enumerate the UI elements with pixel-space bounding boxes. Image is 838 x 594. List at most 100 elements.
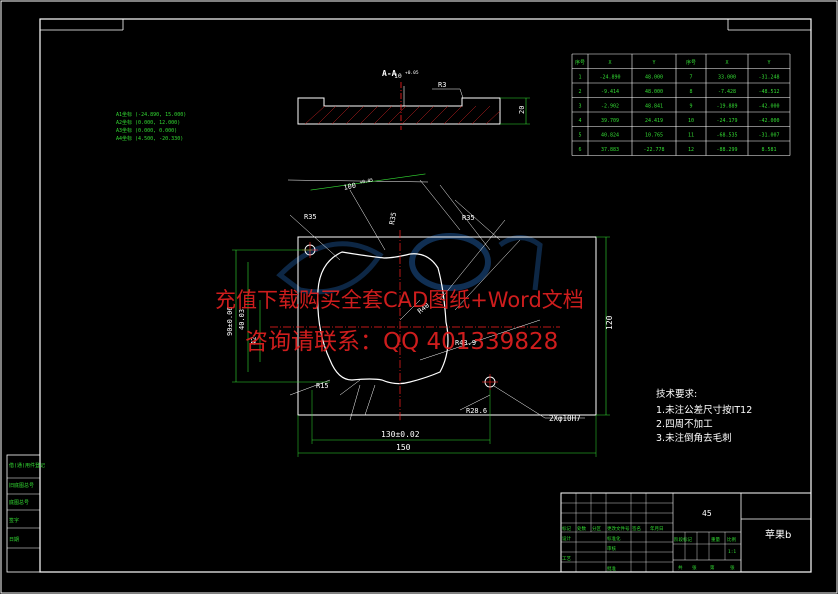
strip-label-3: 签字 xyxy=(9,517,19,524)
section-thickness: 20 xyxy=(518,106,526,114)
table-header: X xyxy=(608,60,611,66)
table-cell: -42.000 xyxy=(758,118,779,124)
point-value-1: (0.000, 12.000) xyxy=(135,120,180,126)
tech-req-item-1: 2.四周不加工 xyxy=(656,419,713,430)
table-cell: -22.778 xyxy=(643,147,664,153)
table-cell: 10.765 xyxy=(645,132,663,138)
table-cell: 37.883 xyxy=(601,147,619,153)
table-header: Y xyxy=(652,60,655,66)
dim-height-c: 42 xyxy=(250,337,258,345)
table-cell: -2.902 xyxy=(601,103,619,109)
left-strip: 借(通)用件登记 旧底图总号 底图总号 签字 日期 xyxy=(6,454,45,573)
table-cell: 6 xyxy=(578,147,581,153)
table-cell: 12 xyxy=(688,147,694,153)
dim-r35-right: R35 xyxy=(462,214,475,222)
title-block: 标记 处数 分区 更改文件号 签名 年月日 设计 标准化 审核 工艺 批准 阶段… xyxy=(560,492,812,573)
tb-role-3: 工艺 xyxy=(562,556,571,562)
tb-sheet-2: 第 xyxy=(710,564,715,571)
tech-requirements: 技术要求: 1.未注公差尺寸按IT12 2.四周不加工 3.未注倒角去毛刺 xyxy=(656,388,752,444)
table-cell: -88.299 xyxy=(716,147,737,153)
table-cell: 1 xyxy=(578,74,581,80)
point-value-2: (0.000, 0.000) xyxy=(135,128,177,134)
tb-role-0: 设计 xyxy=(562,535,571,542)
dim-top-slot-tol: +0.05 xyxy=(359,177,374,186)
tb-row-label-5: 年月日 xyxy=(650,525,664,532)
table-cell: -31.007 xyxy=(758,132,779,138)
section-label: A-A xyxy=(382,69,397,78)
table-cell: 4 xyxy=(578,118,581,124)
tb-material: 45 xyxy=(702,509,712,518)
dim-height-b: 40.03 xyxy=(238,309,246,330)
tb-row-label-0: 标记 xyxy=(562,525,571,532)
dim-top-slot: 100 xyxy=(343,181,357,191)
tb-part-name: 苹果b xyxy=(765,528,791,541)
tech-req-item-0: 1.未注公差尺寸按IT12 xyxy=(656,404,752,416)
tb-row-label-4: 签名 xyxy=(632,525,641,532)
table-cell: 5 xyxy=(578,132,581,138)
table-cell: -24.179 xyxy=(716,118,737,124)
table-cell: 48.841 xyxy=(645,103,663,109)
points-list: A1坐标 (-24.890, 15.000) A2坐标 (0.000, 12.0… xyxy=(116,111,186,142)
table-cell: 11 xyxy=(688,132,694,138)
svg-text:A2坐标 (0.000, 12.000): A2坐标 (0.000, 12.000) xyxy=(116,119,180,126)
section-depth: 10 xyxy=(394,72,402,80)
table-cell: -19.889 xyxy=(716,103,737,109)
dim-r43: R43.9 xyxy=(455,339,476,347)
tech-req-item-2: 3.未注倒角去毛刺 xyxy=(656,432,732,444)
table-header: Y xyxy=(767,60,770,66)
dim-r28: R28.6 xyxy=(466,407,487,415)
strip-label-2: 底图总号 xyxy=(9,499,29,506)
table-cell: 7 xyxy=(689,74,692,80)
dim-width-inner: 130±0.02 xyxy=(381,430,420,439)
point-label-0: A1坐标 xyxy=(116,111,132,118)
tb-scale: 1:1 xyxy=(728,549,736,555)
plan-view: 100 +0.05 R35 R35 R35 R40 R43.9 R15 R28.… xyxy=(226,173,614,457)
tech-req-title: 技术要求: xyxy=(656,388,697,400)
table-cell: 8 xyxy=(689,89,692,95)
tb-role-4: 批准 xyxy=(607,565,616,572)
watermark-line-1: 充值下载购买全套CAD图纸+Word文档 xyxy=(215,288,584,312)
table-header: X xyxy=(725,60,728,66)
tb-row-label-3: 更改文件号 xyxy=(607,525,630,532)
dim-holes: 2Xφ10H7 xyxy=(549,414,581,423)
table-cell: 24.419 xyxy=(645,118,663,124)
table-cell: -48.512 xyxy=(758,89,779,95)
table-cell: -9.414 xyxy=(601,89,619,95)
table-cell: 33.000 xyxy=(718,74,736,80)
svg-text:A3坐标 (0.000, 0.000): A3坐标 (0.000, 0.000) xyxy=(116,127,177,134)
dim-width-outer: 150 xyxy=(396,443,411,452)
strip-label-4: 日期 xyxy=(9,537,19,543)
point-label-1: A2坐标 xyxy=(116,119,132,126)
table-cell: -7.428 xyxy=(718,89,736,95)
table-cell: -24.890 xyxy=(599,74,620,80)
tb-stage-1: 重量 xyxy=(711,536,720,543)
dim-height-a: 90±0.06 xyxy=(226,306,234,336)
point-value-3: (4.500, -20.330) xyxy=(135,136,183,142)
table-header: 序号 xyxy=(575,59,585,66)
table-cell: -68.535 xyxy=(716,132,737,138)
table-cell: 48.000 xyxy=(645,74,663,80)
point-label-2: A3坐标 xyxy=(116,127,132,134)
svg-text:A4坐标 (4.500, -20.330): A4坐标 (4.500, -20.330) xyxy=(116,135,183,142)
watermark-line-2: 咨询请联系：QQ 401339828 xyxy=(245,329,559,355)
dim-r35-top: R35 xyxy=(388,211,398,225)
tb-sheet-1: 张 xyxy=(692,564,697,571)
dim-r15: R15 xyxy=(316,382,329,390)
tb-stage-2: 比例 xyxy=(727,536,736,543)
tb-sheet-0: 共 xyxy=(678,564,683,571)
section-radius: R3 xyxy=(438,81,446,89)
tb-row-label-1: 处数 xyxy=(577,525,586,532)
tb-role-2: 审核 xyxy=(607,545,616,552)
dim-r35-left: R35 xyxy=(304,213,317,221)
table-cell: 3 xyxy=(578,103,581,109)
section-depth-tol: +0.05 xyxy=(405,70,419,76)
table-cell: 2 xyxy=(578,89,581,95)
point-value-0: (-24.890, 15.000) xyxy=(135,112,186,118)
tb-stage-0: 阶段标记 xyxy=(674,536,692,543)
section-view: A-A 10 +0.05 R3 20 xyxy=(297,69,530,130)
strip-label-1: 旧底图总号 xyxy=(9,482,34,489)
svg-text:A1坐标 (-24.890, 15.000): A1坐标 (-24.890, 15.000) xyxy=(116,111,186,118)
